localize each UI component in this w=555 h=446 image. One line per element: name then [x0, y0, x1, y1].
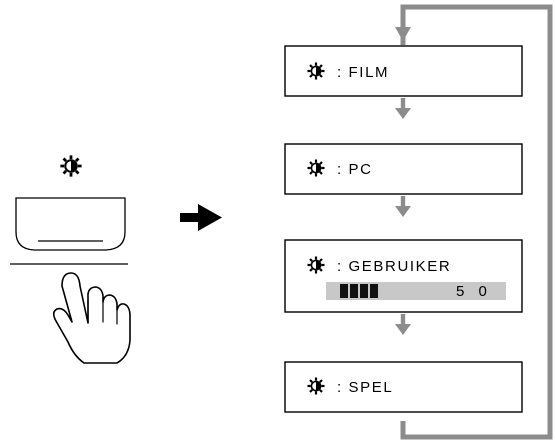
mode-box-gebruiker: : GEBRUIKER 5 0: [284, 239, 523, 313]
right-arrow-icon: [180, 204, 222, 231]
mode-label-spel: : SPEL: [337, 379, 393, 396]
brightness-icon: [306, 158, 326, 178]
level-value: 5 0: [456, 283, 492, 300]
mode-box-pc: : PC: [284, 143, 523, 195]
down-arrow-icon: [395, 196, 411, 217]
brightness-icon: [306, 255, 326, 275]
brightness-icon: [306, 61, 326, 81]
pointing-hand-icon: [52, 272, 131, 364]
picture-mode-button-illustration: [10, 154, 128, 265]
cycle-loop-line: [395, 4, 553, 440]
level-bar-segment: [370, 284, 378, 298]
mode-label-pc: : PC: [337, 161, 373, 178]
brightness-icon: [59, 154, 83, 178]
button-shape[interactable]: [15, 197, 126, 251]
mode-label-gebruiker: : GEBRUIKER: [337, 258, 451, 275]
brightness-icon: [306, 376, 326, 396]
down-arrow-icon: [395, 98, 411, 119]
mode-box-spel: : SPEL: [284, 361, 523, 413]
down-arrow-icon: [395, 314, 411, 335]
mode-box-film: : FILM: [284, 45, 523, 97]
level-bar-segment: [340, 284, 348, 298]
level-bar-segment: [360, 284, 368, 298]
level-bar-segment: [350, 284, 358, 298]
level-bar-fill: [340, 284, 378, 298]
mode-label-film: : FILM: [337, 64, 389, 81]
